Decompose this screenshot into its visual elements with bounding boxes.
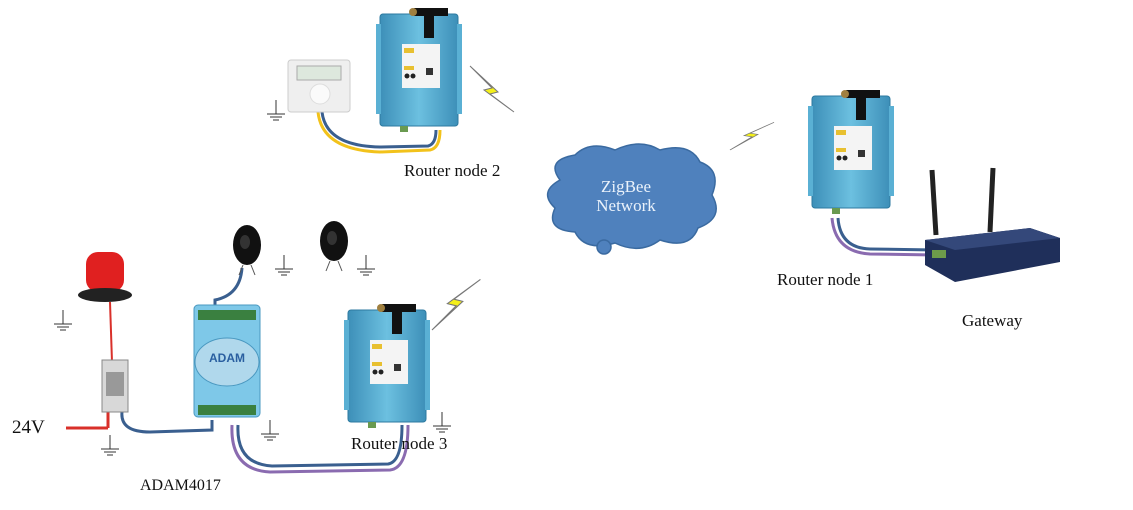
router-node-3-label: Router node 3 — [351, 434, 448, 453]
speaker-icon — [319, 220, 349, 272]
zigbee-cloud — [546, 143, 717, 255]
cable-relay-adam — [120, 411, 214, 434]
wireless-signal-icon — [469, 65, 515, 113]
wireless-signal-icon — [431, 278, 481, 331]
cloud-label: ZigBee Network — [566, 177, 686, 215]
cable-speaker-adam — [213, 267, 244, 310]
adam4017-module: ADAM — [193, 304, 261, 418]
cloud-label-line1: ZigBee — [600, 177, 652, 196]
ground-icon — [356, 254, 376, 276]
adam-logo: ADAM — [209, 351, 245, 365]
cable-sensor-yellow — [316, 111, 442, 154]
ground-icon — [260, 419, 280, 441]
cable-beacon-relay — [109, 301, 113, 363]
cable-adam-router3-2 — [236, 424, 404, 468]
cable-router1-gateway-2 — [836, 217, 936, 252]
wireless-signal-icon — [729, 121, 775, 151]
adam4017-label: ADAM4017 — [140, 477, 221, 494]
cable-adam-router3 — [230, 424, 410, 474]
red-beacon-light — [78, 252, 132, 302]
sensor-box — [287, 59, 351, 113]
ground-icon — [100, 434, 120, 456]
voltage-label: 24V — [12, 417, 45, 438]
ground-icon — [432, 411, 452, 433]
router-node-2-label: Router node 2 — [404, 161, 501, 180]
ground-icon — [266, 99, 286, 121]
cable-sensor-blue — [320, 111, 438, 149]
cable-router1-gateway — [830, 217, 936, 257]
ground-icon — [274, 254, 294, 276]
router-node-3-device — [343, 303, 431, 429]
router-node-1-device — [807, 89, 895, 215]
ground-icon — [53, 309, 73, 331]
router-node-1-label: Router node 1 — [777, 270, 874, 289]
cloud-label-line2: Network — [596, 196, 656, 215]
gateway-label: Gateway — [962, 311, 1023, 330]
speaker-icon — [232, 224, 262, 276]
router-node-2-device — [375, 7, 463, 133]
gateway-device — [925, 167, 1060, 282]
relay — [101, 359, 129, 413]
